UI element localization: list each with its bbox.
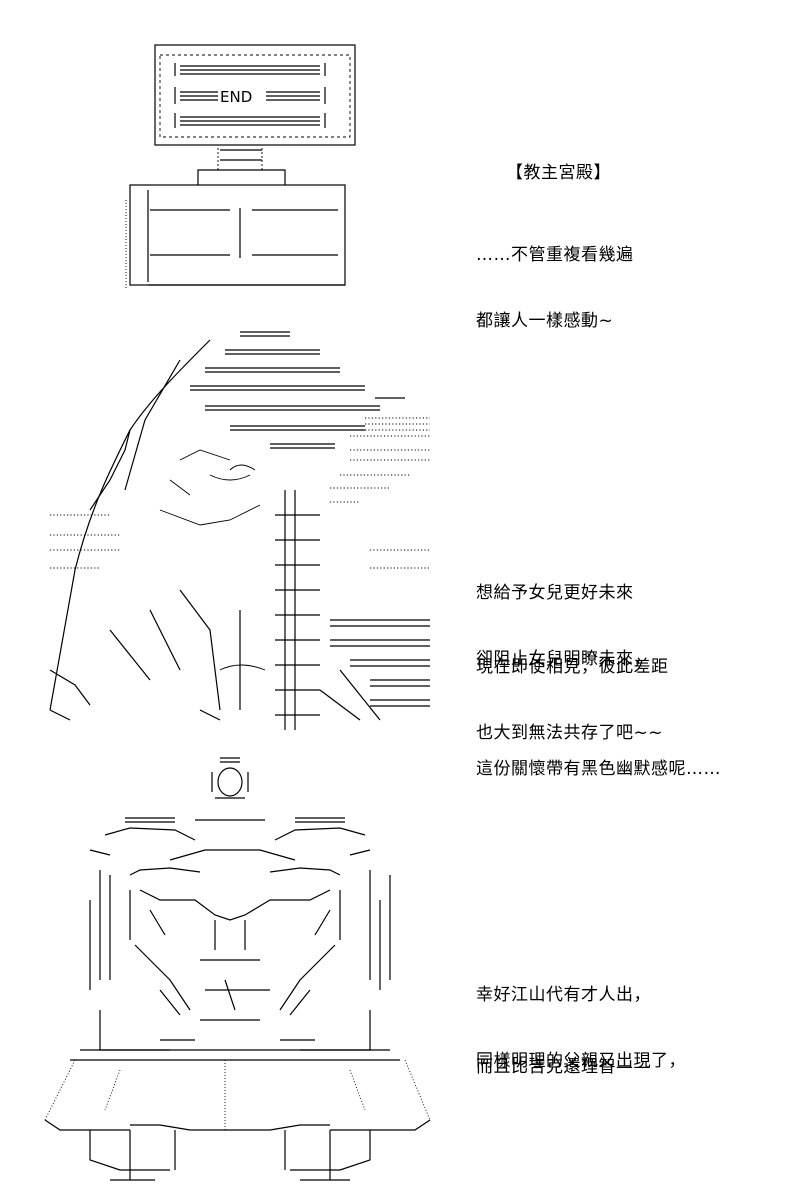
- panel1-caption: ……不管重複看幾遍 都讓人一樣感動~: [476, 200, 634, 376]
- caption-line: ……不管重複看幾遍: [476, 245, 634, 265]
- caption-line: 這份關懷帶有黑色幽默感呢……: [476, 759, 721, 779]
- panel3-caption-2: 而且比吉克還理智——: [476, 1012, 651, 1122]
- caption-line: 同樣明理的父親又出現了，: [476, 1051, 686, 1071]
- caption-line: 都讓人一樣感動~: [476, 311, 614, 331]
- caption-line: 而且比吉克還理智——: [476, 1057, 651, 1077]
- panel2-caption-3: 這份關懷帶有黑色幽默感呢……: [476, 714, 721, 824]
- caption-line: 想給予女兒更好未來: [476, 583, 634, 603]
- end-sign-ascii-art: END: [30, 0, 360, 300]
- caption-line: 現在即使相見，彼此差距: [476, 657, 669, 677]
- caption-line: 也大到無法共存了吧~~: [476, 723, 663, 743]
- caption-line: 卻阻止女兒明瞭未來，: [476, 649, 651, 669]
- panel2-caption-1: 想給予女兒更好未來 卻阻止女兒明瞭未來，: [476, 538, 651, 714]
- hooded-figure-ascii-art: [30, 310, 440, 740]
- panel1-title: 【教主宮殿】: [476, 118, 611, 228]
- panel-hooded-figure: 想給予女兒更好未來 卻阻止女兒明瞭未來， 現在即使相見，彼此差距 也大到無法共存…: [0, 310, 800, 779]
- armored-figure-ascii-art: [30, 750, 440, 1190]
- panel2-caption-2: 現在即使相見，彼此差距 也大到無法共存了吧~~: [476, 612, 669, 788]
- panel-armored-figure: 幸好江山代有才人出， 同樣明理的父親又出現了， 而且比吉克還理智——: [0, 750, 800, 1200]
- panel-end-screen: END 【教主宮殿】 ……不管重複看幾遍 都讓人一樣感動~: [0, 0, 800, 331]
- panel3-caption-1: 幸好江山代有才人出， 同樣明理的父親又出現了，: [476, 940, 686, 1116]
- sign-end-text: END: [220, 88, 252, 106]
- palace-title: 【教主宮殿】: [506, 163, 611, 183]
- caption-line: 幸好江山代有才人出，: [476, 985, 651, 1005]
